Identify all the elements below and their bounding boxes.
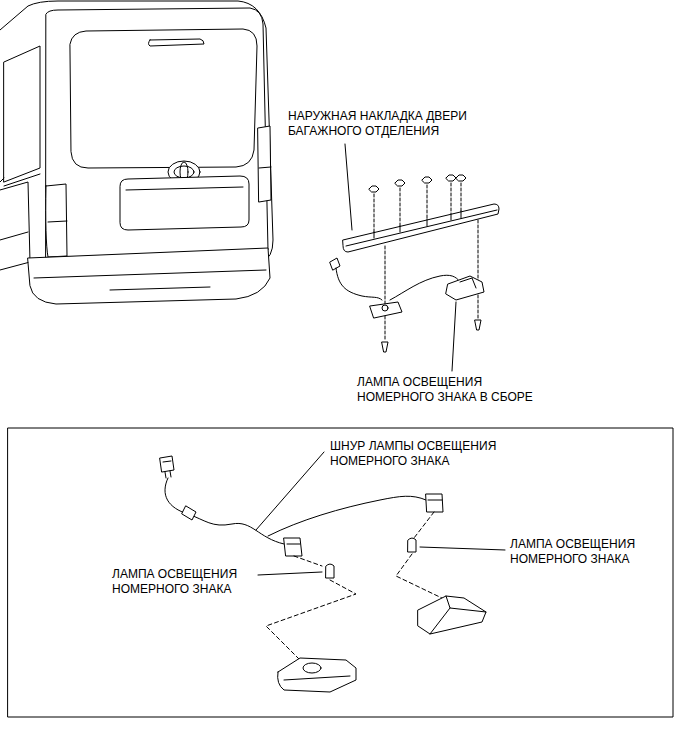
van-illustration: [0, 1, 273, 304]
detail-box: [8, 428, 673, 717]
part-label: ЛАМПА ОСВЕЩЕНИЯ НОМЕРНОГО ЗНАКА В СБОРЕ: [357, 375, 535, 405]
part-label: ЛАМПА ОСВЕЩЕНИЯ НОМЕРНОГО ЗНАКА: [112, 567, 240, 597]
part-label: НАРУЖНАЯ НАКЛАДКА ДВЕРИ БАГАЖНОГО ОТДЕЛЕ…: [288, 109, 469, 139]
part-label: ШНУР ЛАМПЫ ОСВЕЩЕНИЯ НОМЕРНОГО ЗНАКА: [330, 439, 499, 469]
garnish-exploded: [330, 144, 499, 371]
part-label: ЛАМПА ОСВЕЩЕНИЯ НОМЕРНОГО ЗНАКА: [510, 537, 638, 567]
